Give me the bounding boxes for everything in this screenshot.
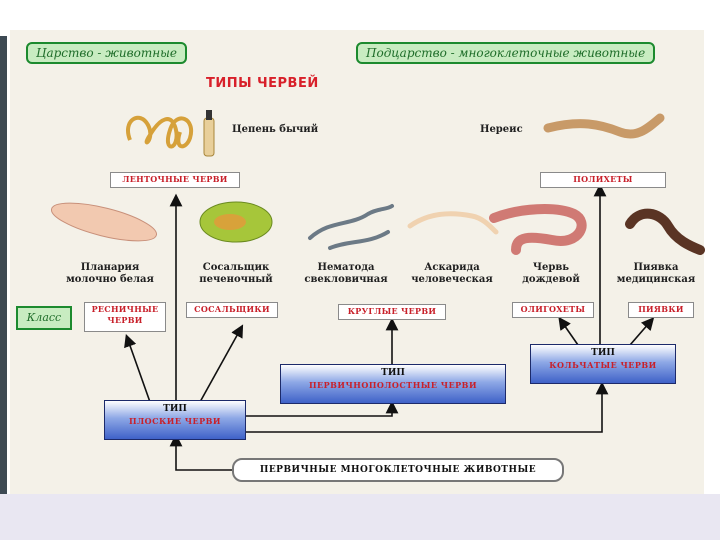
subkingdom-label: Подцарство - многоклеточные животные — [356, 42, 656, 64]
left-bar — [0, 36, 7, 496]
class-ciliated-line2: ЧЕРВИ — [107, 315, 143, 325]
earthworm-name: Червь дождевой — [506, 262, 596, 286]
type-primary-cavity-word: ТИП — [381, 368, 405, 378]
nematode-image — [308, 204, 394, 250]
type-flat-name: ПЛОСКИЕ ЧЕРВИ — [129, 416, 221, 426]
liver-fluke-image — [199, 201, 273, 243]
nematode-name: Нематода свекловичная — [296, 262, 396, 286]
root-primary-multicellular: ПЕРВИЧНЫЕ МНОГОКЛЕТОЧНЫЕ ЖИВОТНЫЕ — [232, 458, 564, 482]
fluke-name-line1: Сосальщик — [202, 262, 270, 273]
type-primary-cavity-name: ПЕРВИЧНОПОЛОСТНЫЕ ЧЕРВИ — [309, 380, 477, 390]
nereis-name: Нереис — [480, 124, 523, 135]
class-oligochaetes: ОЛИГОХЕТЫ — [512, 302, 594, 318]
leech-image — [625, 208, 705, 255]
earthworm-image — [489, 204, 587, 255]
ascaris-name: Аскарида человеческая — [402, 262, 502, 286]
nematode-name-line1: Нематода — [317, 262, 375, 273]
planaria-image — [50, 202, 158, 242]
type-flat-worms: ТИП ПЛОСКИЕ ЧЕРВИ — [104, 400, 246, 440]
leech-name: Пиявка медицинская — [606, 262, 706, 286]
class-polychaetes: ПОЛИХЕТЫ — [540, 172, 666, 188]
class-roundworms: КРУГЛЫЕ ЧЕРВИ — [338, 304, 446, 320]
nematode-name-line2: свекловичная — [304, 274, 388, 285]
planaria-name-line2: молочно белая — [66, 274, 154, 285]
type-ringed-worms: ТИП КОЛЬЧАТЫЕ ЧЕРВИ — [530, 344, 676, 384]
diagram-title: ТИПЫ ЧЕРВЕЙ — [206, 76, 319, 91]
type-flat-word: ТИП — [163, 404, 187, 414]
leech-name-line1: Пиявка — [633, 262, 679, 273]
class-side-label: Класс — [16, 306, 72, 330]
ascaris-name-line2: человеческая — [411, 274, 493, 285]
leech-name-line2: медицинская — [616, 274, 696, 285]
class-tapeworms: ЛЕНТОЧНЫЕ ЧЕРВИ — [110, 172, 240, 188]
tapeworm-name: Цепень бычий — [232, 124, 319, 135]
type-ringed-name: КОЛЬЧАТЫЕ ЧЕРВИ — [549, 360, 657, 370]
fluke-name: Сосальщик печеночный — [186, 262, 286, 286]
ascaris-name-line1: Аскарида — [424, 262, 480, 273]
planaria-name: Планария молочно белая — [60, 262, 160, 286]
earthworm-name-line2: дождевой — [522, 274, 580, 285]
tapeworm-image — [126, 110, 215, 157]
planaria-name-line1: Планария — [80, 262, 140, 273]
bottom-band — [0, 494, 720, 540]
class-flukes: СОСАЛЬЩИКИ — [186, 302, 278, 318]
earthworm-name-line1: Червь — [532, 262, 570, 273]
type-ringed-word: ТИП — [591, 348, 615, 358]
nereis-image — [543, 113, 665, 139]
class-ciliated: РЕСНИЧНЫЕ ЧЕРВИ — [84, 302, 166, 332]
fluke-name-line2: печеночный — [199, 274, 273, 285]
class-ciliated-line1: РЕСНИЧНЫЕ — [91, 304, 159, 314]
kingdom-label: Царство - животные — [26, 42, 188, 64]
type-primary-cavity-worms: ТИП ПЕРВИЧНОПОЛОСТНЫЕ ЧЕРВИ — [280, 364, 506, 404]
ascaris-image — [407, 211, 499, 235]
class-leeches: ПИЯВКИ — [628, 302, 694, 318]
